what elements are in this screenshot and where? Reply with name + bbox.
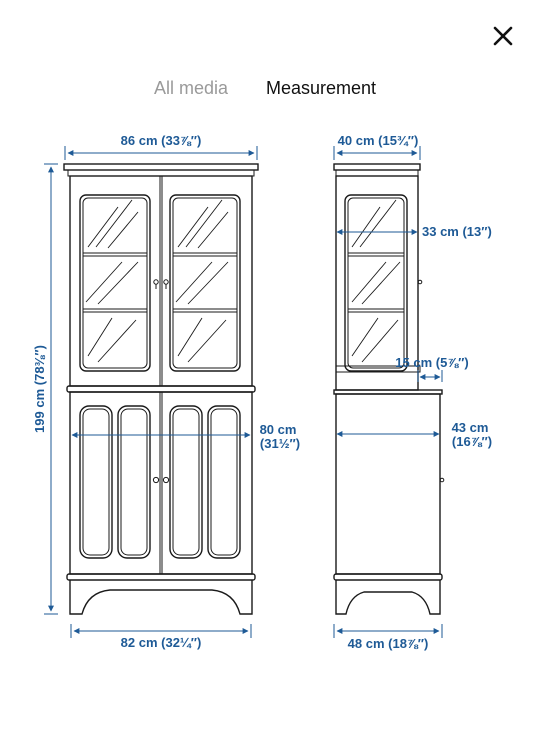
side-dimension-lines [333, 146, 443, 638]
front-inner-width-in-label: (31½″) [260, 436, 300, 451]
front-bottom-width-label: 82 cm (32¼″) [121, 635, 202, 650]
side-upper-depth-label: 33 cm (13″) [422, 224, 492, 239]
cabinet-side-view [333, 163, 445, 615]
media-tabs: All media Measurement [0, 76, 540, 100]
close-button[interactable] [488, 21, 518, 51]
side-shelf-depth-label: 15 cm (5⅞″) [395, 355, 468, 370]
side-lower-depth-in-label: (16⅞″) [452, 434, 492, 449]
side-lower-depth-cm-label: 43 cm [452, 420, 489, 435]
front-dimension-lines [44, 146, 258, 638]
front-top-width-label: 86 cm (33⅞″) [121, 133, 202, 148]
side-top-depth-label: 40 cm (15¾″) [338, 133, 419, 148]
height-label: 199 cm (78⅜″) [32, 345, 47, 433]
close-icon [493, 26, 513, 46]
front-inner-width-cm-label: 80 cm [260, 422, 297, 437]
tab-measurement[interactable]: Measurement [266, 78, 377, 98]
tab-all-media[interactable]: All media [154, 78, 229, 98]
cabinet-front-view [63, 163, 259, 615]
side-bottom-depth-label: 48 cm (18⅞″) [348, 636, 429, 651]
